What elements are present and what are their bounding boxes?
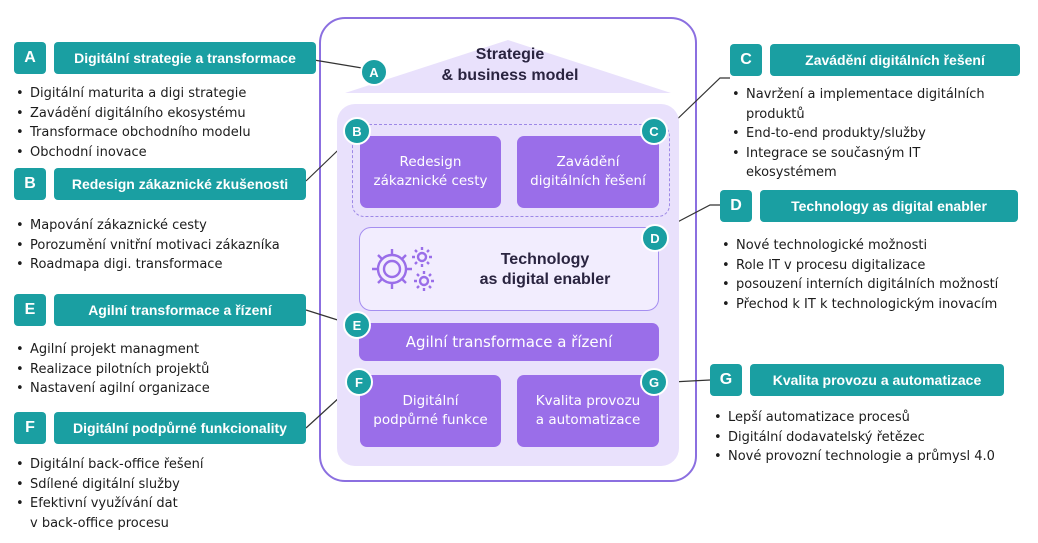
list-item: Role IT v procesu digitalizace <box>720 256 998 276</box>
list-item: Transformace obchodního modelu <box>14 123 251 143</box>
list-item: Agilní projekt managment <box>14 340 210 360</box>
connector-c <box>667 77 730 129</box>
list-item: Mapování zákaznické cesty <box>14 216 280 236</box>
callout-b-title: Redesign zákaznické zkušenosti <box>54 168 306 200</box>
list-item: Porozumění vnitřní motivaci zákazníka <box>14 236 280 256</box>
callout-g-badge: G <box>710 364 742 396</box>
list-item: posouzení interních digitálních možností <box>720 275 998 295</box>
callout-g-title: Kvalita provozu a automatizace <box>750 364 1004 396</box>
gears-icon <box>372 247 434 291</box>
list-item: v back-office procesu <box>30 515 169 531</box>
list-item: Digitální back-office řešení <box>14 455 203 475</box>
list-item: Digitální maturita a digi strategie <box>14 84 251 104</box>
callout-c-list: Navržení a implementace digitálních prod… <box>730 85 985 183</box>
callout-a-list: Digitální maturita a digi strategie Zavá… <box>14 84 251 162</box>
roof-title: Strategie & business model <box>441 46 579 84</box>
callout-d-title: Technology as digital enabler <box>760 190 1018 222</box>
callout-f-badge: F <box>14 412 46 444</box>
list-item: produktů <box>746 106 805 122</box>
callout-b-badge: B <box>14 168 46 200</box>
callout-e-title: Agilní transformace a řízení <box>54 294 306 326</box>
list-item: Lepší automatizace procesů <box>712 408 995 428</box>
list-item: Nastavení agilní organizace <box>14 379 210 399</box>
callout-f-title: Digitální podpůrné funkcionality <box>54 412 306 444</box>
marker-e: E <box>343 311 371 339</box>
marker-b: B <box>343 117 371 145</box>
callout-d-badge: D <box>720 190 752 222</box>
list-item: Realizace pilotních projektů <box>14 360 210 380</box>
callout-f-list: Digitální back-office řešení Sdílené dig… <box>14 455 203 533</box>
list-item: Přechod k IT k technologickým inovacím <box>720 295 998 315</box>
marker-f: F <box>345 368 373 396</box>
list-item: Nové provozní technologie a průmysl 4.0 <box>712 447 995 467</box>
list-item: Integrace se současným IT <box>730 144 985 164</box>
list-item: End-to-end produkty/služby <box>730 124 985 144</box>
list-item: Sdílené digitální služby <box>14 475 203 495</box>
list-item: Zavádění digitálního ekosystému <box>14 104 251 124</box>
list-item: ekosystémem <box>746 165 837 180</box>
callout-e-list: Agilní projekt managment Realizace pilot… <box>14 340 210 399</box>
callout-g-list: Lepší automatizace procesů Digitální dod… <box>712 408 995 467</box>
list-item: Obchodní inovace <box>14 143 251 163</box>
connector-d <box>665 204 722 229</box>
callout-a-title: Digitální strategie a transformace <box>54 42 316 74</box>
list-item: Efektivní využívání dat <box>14 494 203 514</box>
list-item: Roadmapa digi. transformace <box>14 255 280 275</box>
callout-d-list: Nové technologické možnosti Role IT v pr… <box>720 236 998 314</box>
callout-c-badge: C <box>730 44 762 76</box>
list-item: Digitální dodavatelský řetězec <box>712 428 995 448</box>
list-item: Navržení a implementace digitálních <box>730 85 985 105</box>
box-agilni: Agilní transformace a řízení <box>359 323 659 361</box>
dashed-group-bc <box>352 124 670 217</box>
marker-c: C <box>640 117 668 145</box>
callout-e-badge: E <box>14 294 46 326</box>
marker-a: A <box>360 58 388 86</box>
tech-title: Technology as digital enabler <box>479 251 611 288</box>
marker-d: D <box>641 224 669 252</box>
list-item: Nové technologické možnosti <box>720 236 998 256</box>
callout-b-list: Mapování zákaznické cesty Porozumění vni… <box>14 216 280 275</box>
callout-c-title: Zavádění digitálních řešení <box>770 44 1020 76</box>
marker-g: G <box>640 368 668 396</box>
roof-shape <box>345 40 671 93</box>
callout-a-badge: A <box>14 42 46 74</box>
